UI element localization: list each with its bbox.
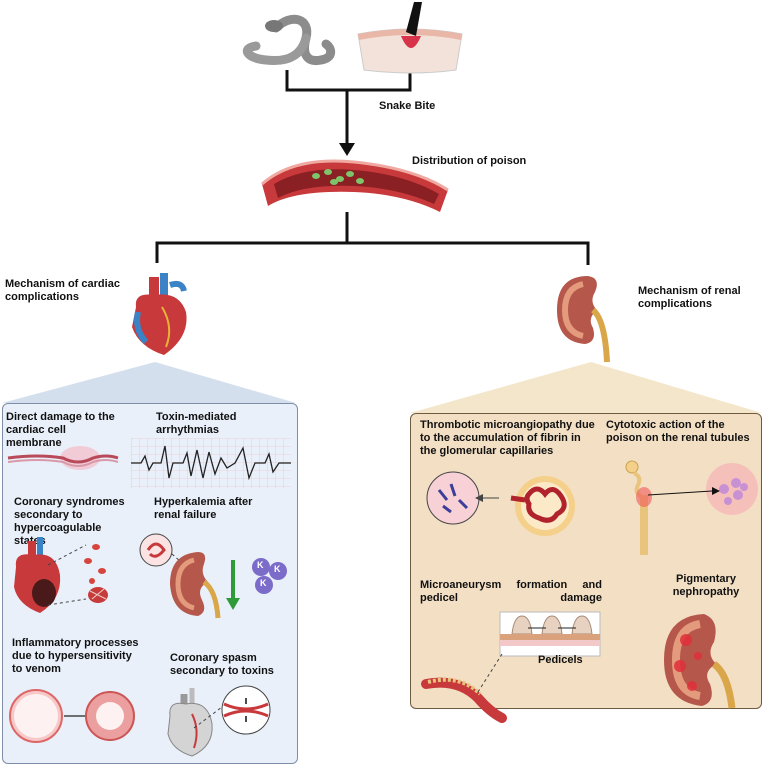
renal-tubule-icon xyxy=(625,460,758,555)
snake-icon xyxy=(242,14,336,66)
cytotoxic-label: Cytotoxic action of the poison on the re… xyxy=(606,419,750,444)
renal-fan xyxy=(410,362,762,413)
pigmented-kidney-icon xyxy=(664,614,736,709)
potassium-symbol-3: K xyxy=(260,578,267,588)
hyperkalemia-label: Hyperkalemia after renal failure xyxy=(154,496,253,521)
skin-bite-icon xyxy=(357,2,463,74)
heart-clot-icon xyxy=(14,537,108,613)
vessel-pedicels-icon xyxy=(421,611,601,723)
potassium-symbol-2: K xyxy=(274,564,281,574)
direct-damage-label: Direct damage to the cardiac cell membra… xyxy=(6,411,115,449)
distribution-label: Distribution of poison xyxy=(412,155,527,167)
renal-heading: Mechanism of renal complications xyxy=(638,285,741,310)
microaneurysm-label: Microaneurysm formation and pedicel dama… xyxy=(420,579,602,604)
thrombotic-label: Thrombotic microangiopathy due to the ac… xyxy=(420,419,595,457)
cell-membrane-icon xyxy=(7,446,119,470)
snake-bite-label: Snake Bite xyxy=(379,100,436,112)
inflammatory-label: Inflammatory processes due to hypersensi… xyxy=(12,637,139,675)
cardiac-heading: Mechanism of cardiac complications xyxy=(5,278,120,303)
heart-icon xyxy=(132,273,187,355)
kidney-icon xyxy=(557,276,610,363)
pedicels-label: Pedicels xyxy=(538,654,583,666)
vessel-wall-thickening-icon xyxy=(9,689,135,743)
kidney-potassium-icon xyxy=(139,533,240,619)
ecg-trace-icon xyxy=(131,438,291,488)
potassium-ions-icon xyxy=(252,558,287,594)
pigmentary-label: Pigmentary nephropathy xyxy=(672,573,740,598)
blood-vessel-icon xyxy=(261,159,449,212)
arrhythmias-label: Toxin-mediated arrhythmias xyxy=(156,411,237,436)
cardiac-fan xyxy=(2,362,296,403)
potassium-symbol-1: K xyxy=(257,560,264,570)
spasm-label: Coronary spasm secondary to toxins xyxy=(170,652,274,677)
glomerulus-fibrin-icon xyxy=(426,471,575,536)
heart-spasm-icon xyxy=(167,685,271,757)
